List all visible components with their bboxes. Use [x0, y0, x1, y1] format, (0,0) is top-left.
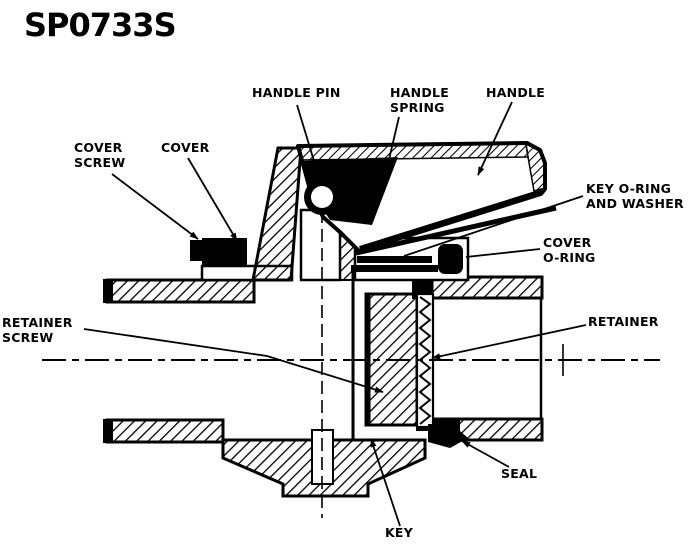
key-washer-part: [351, 265, 438, 272]
label-key-o-ring-and-washer: KEY O-RING AND WASHER: [586, 181, 684, 211]
label-handle: HANDLE: [486, 85, 545, 100]
cover-o-ring-part: [438, 244, 463, 274]
leader-handle-pin: [296, 104, 322, 185]
leader-retainer-screw: [83, 328, 384, 393]
handle-top-band: [299, 143, 529, 161]
label-cover-o-ring: COVER O-RING: [543, 235, 596, 265]
leader-cover: [187, 157, 238, 242]
leader-handle: [477, 101, 513, 176]
cover-sloped-wall: [251, 146, 303, 282]
leader-handle-spring: [385, 116, 400, 169]
leader-lines: [83, 101, 587, 527]
label-handle-spring: HANDLE SPRING: [390, 85, 449, 115]
centerlines: [42, 172, 660, 518]
left-end-face-bottom: [103, 419, 113, 443]
cover-left-block: [202, 238, 247, 266]
handle-pin-part: [304, 179, 340, 215]
label-cover-screw: COVER SCREW: [74, 140, 126, 170]
handle-end-band: [525, 142, 546, 192]
cover-part: [190, 146, 470, 282]
label-handle-pin: HANDLE PIN: [252, 85, 341, 100]
label-key: KEY: [385, 525, 414, 540]
leader-cover-o-ring: [465, 248, 541, 258]
leader-seal: [461, 440, 510, 468]
handle-bottom-edge: [359, 189, 543, 252]
cover-screw-part: [190, 240, 203, 261]
left-port-bottom-wall: [105, 418, 225, 444]
key-o-ring-part: [357, 256, 432, 263]
left-port-top-wall: [105, 278, 256, 304]
leader-key: [370, 438, 401, 527]
label-cover: COVER: [161, 140, 210, 155]
label-retainer-screw: RETAINER SCREW: [2, 315, 73, 345]
leader-key-o-ring: [403, 195, 584, 257]
label-retainer: RETAINER: [588, 314, 659, 329]
label-seal: SEAL: [501, 466, 538, 481]
seal-part: [428, 424, 468, 448]
drawing-number-title: SP0733S: [24, 6, 177, 44]
leader-retainer: [431, 324, 587, 360]
leader-cover-screw: [111, 173, 199, 240]
left-end-face-top: [103, 279, 113, 303]
